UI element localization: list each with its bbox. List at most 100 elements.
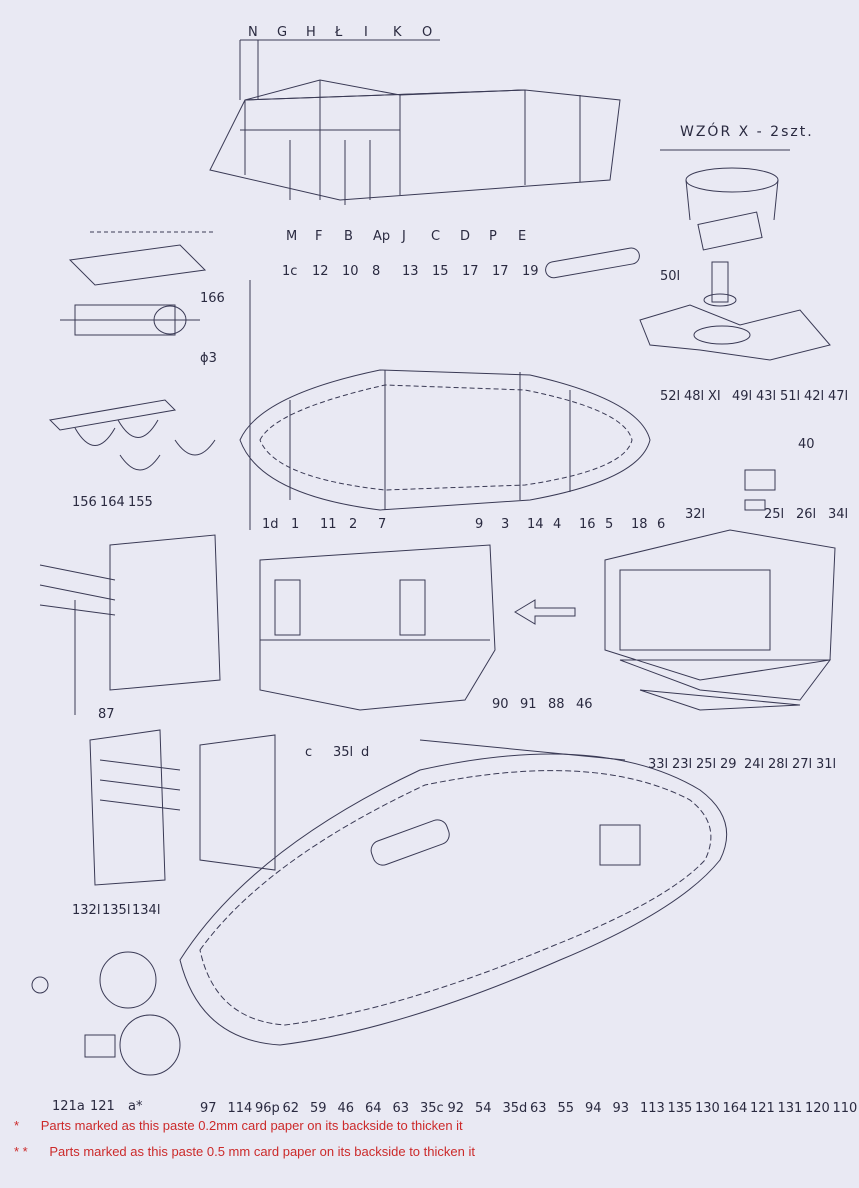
part-label: 7 (378, 517, 386, 532)
part-label: 31l (816, 757, 836, 772)
left-arrow-icon (514, 599, 576, 625)
turret-labels: 50l 52l 48l XI 49l 43l 51l 42l 47l (660, 269, 848, 404)
part-label: 88 (548, 697, 565, 712)
part-label: a* (128, 1099, 143, 1114)
part-label: 164 (100, 495, 125, 510)
part-label: 25l (764, 507, 784, 522)
part-label: 1c (282, 264, 297, 279)
part-label: 35c (420, 1101, 444, 1116)
part-label: 42l (804, 389, 824, 404)
right-sponson-drawing (604, 469, 836, 711)
part-label: 26l (796, 507, 816, 522)
part-label: O (422, 25, 432, 40)
part-label: 94 (585, 1101, 602, 1116)
part-label: 54 (475, 1101, 492, 1116)
part-label: 19 (522, 264, 539, 279)
part-label: 90 (492, 697, 509, 712)
center-box-drawing (259, 544, 496, 711)
part-label: 1 (291, 517, 299, 532)
part-label: H (306, 25, 316, 40)
brackets-drawing (48, 399, 216, 471)
turret-header: WZÓR X - 2szt. (680, 122, 814, 140)
part-label: 52l (660, 389, 680, 404)
turret-drawing (545, 149, 831, 361)
part-label: I (364, 25, 368, 40)
part-label: XI (708, 389, 721, 404)
note-mark: * * (14, 1144, 28, 1159)
part-label: 40 (798, 437, 815, 452)
part-label: 130 (695, 1101, 720, 1116)
part-label: 24l (744, 757, 764, 772)
part-label: 47l (828, 389, 848, 404)
part-label: 97 (200, 1101, 217, 1116)
part-label: 17 (492, 264, 509, 279)
part-label: 121 (90, 1099, 115, 1114)
part-label: F (315, 229, 322, 244)
part-label: 48l (684, 389, 704, 404)
part-label: 120 (805, 1101, 830, 1116)
part-label: 49l (732, 389, 752, 404)
part-label: 16 (579, 517, 596, 532)
part-label: 25l (696, 757, 716, 772)
part-label: M (286, 229, 297, 244)
part-label: 114 (228, 1101, 253, 1116)
note-text: Parts marked as this paste 0.5 mm card p… (49, 1144, 475, 1159)
part-label: 35d (503, 1101, 528, 1116)
part-label: D (460, 229, 470, 244)
part-label: B (344, 229, 353, 244)
part-label: 14 (527, 517, 544, 532)
part-label: 87 (98, 707, 115, 722)
wheels-labels: 121a 121 a* (52, 1099, 143, 1114)
part-label: 63 (530, 1101, 547, 1116)
hinge-drawing (60, 231, 215, 336)
note-mark: * (14, 1118, 20, 1133)
part-label: 46 (338, 1101, 355, 1116)
part-label: 11 (320, 517, 337, 532)
part-label: 121a (52, 1099, 85, 1114)
part-label: Ap (373, 229, 390, 244)
part-label: 10 (342, 264, 359, 279)
part-label: 34l (828, 507, 848, 522)
part-label: 13 (402, 264, 419, 279)
hinge-labels: 166 ϕ3 (200, 291, 225, 366)
part-label: 2 (349, 517, 357, 532)
part-label: E (518, 229, 526, 244)
part-label: 4 (553, 517, 561, 532)
part-label: 18 (631, 517, 648, 532)
part-label: J (401, 229, 406, 244)
wheels-drawing (31, 951, 181, 1076)
tank-drawing (179, 739, 728, 1046)
part-label: G (277, 25, 287, 40)
part-label: 166 (200, 291, 225, 306)
part-label: Ł (334, 25, 343, 40)
part-label: 12 (312, 264, 329, 279)
part-label: 156 (72, 495, 97, 510)
part-label: 15 (432, 264, 449, 279)
part-label: 121 (750, 1101, 775, 1116)
part-label: c (305, 745, 312, 760)
part-label: 91 (520, 697, 537, 712)
part-label: 33l (648, 757, 668, 772)
part-label: 110 (833, 1101, 858, 1116)
part-label: ϕ3 (200, 351, 217, 366)
part-label: 5 (605, 517, 613, 532)
part-label: 17 (462, 264, 479, 279)
vents-drawing (89, 729, 276, 886)
part-label: 62 (283, 1101, 300, 1116)
note-thicken-0-5mm: * * Parts marked as this paste 0.5 mm ca… (14, 1144, 475, 1159)
part-label: 43l (756, 389, 776, 404)
part-label: 63 (393, 1101, 410, 1116)
part-label: 55 (558, 1101, 575, 1116)
note-text: Parts marked as this paste 0.2mm card pa… (40, 1118, 463, 1133)
part-label: 50l (660, 269, 680, 284)
part-label: 51l (780, 389, 800, 404)
part-label: 6 (657, 517, 665, 532)
